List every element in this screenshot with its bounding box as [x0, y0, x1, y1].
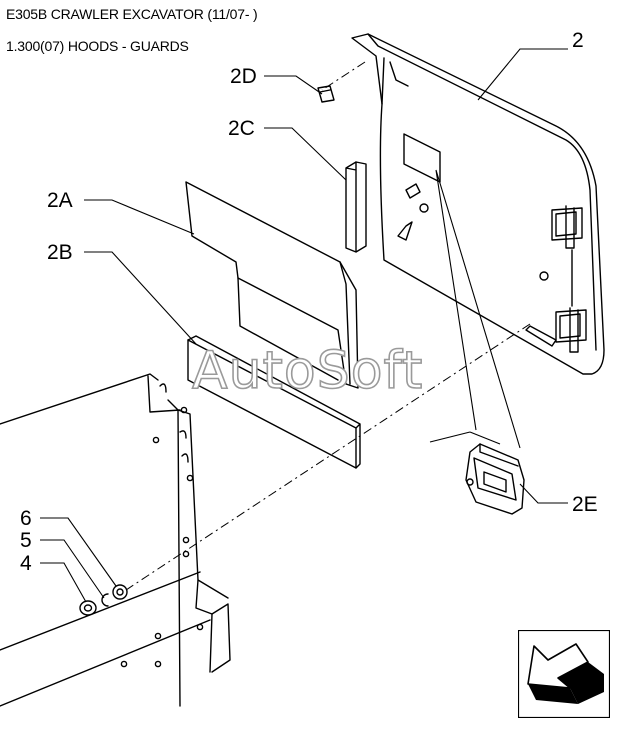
part-2c-seal-strip: [345, 161, 367, 253]
callout-2c: 2C: [228, 117, 255, 140]
part-2e-latch: [465, 443, 525, 515]
detail-2e-wedge: [429, 169, 521, 449]
watermark-text: AutoSoft: [192, 341, 423, 401]
callout-2d: 2D: [230, 65, 257, 88]
callout-6: 6: [20, 507, 32, 530]
assembly-centerline-upper: [321, 61, 366, 91]
part-2a-insulation-panel: [185, 181, 359, 389]
hardware-nut-washer: [79, 584, 128, 616]
callout-2: 2: [572, 29, 584, 52]
leader-2a: [84, 199, 195, 235]
leader-2e: [519, 483, 568, 504]
leader-2: [477, 48, 568, 101]
machine-frame: [0, 373, 231, 707]
leader-5: [40, 539, 105, 599]
section-title: 1.300(07) HOODS - GUARDS: [6, 38, 189, 54]
leader-2d: [264, 75, 323, 95]
next-page-arrow-icon[interactable]: [517, 629, 611, 719]
callout-4: 4: [20, 552, 32, 575]
part-2b-foam-strip: [187, 335, 361, 469]
leader-2b: [84, 251, 197, 345]
leader-4: [40, 562, 87, 603]
part-2d-clip: [317, 85, 335, 103]
callout-5: 5: [20, 529, 32, 552]
callout-2b: 2B: [47, 241, 73, 264]
callout-2a: 2A: [47, 189, 73, 212]
diagram-title: E305B CRAWLER EXCAVATOR (11/07- ): [6, 6, 258, 22]
leader-2c: [264, 127, 347, 181]
assembly-centerline: [125, 323, 531, 591]
callout-2e: 2E: [572, 493, 598, 516]
leader-6: [40, 517, 117, 587]
part-2-hood-panel: [351, 33, 605, 375]
